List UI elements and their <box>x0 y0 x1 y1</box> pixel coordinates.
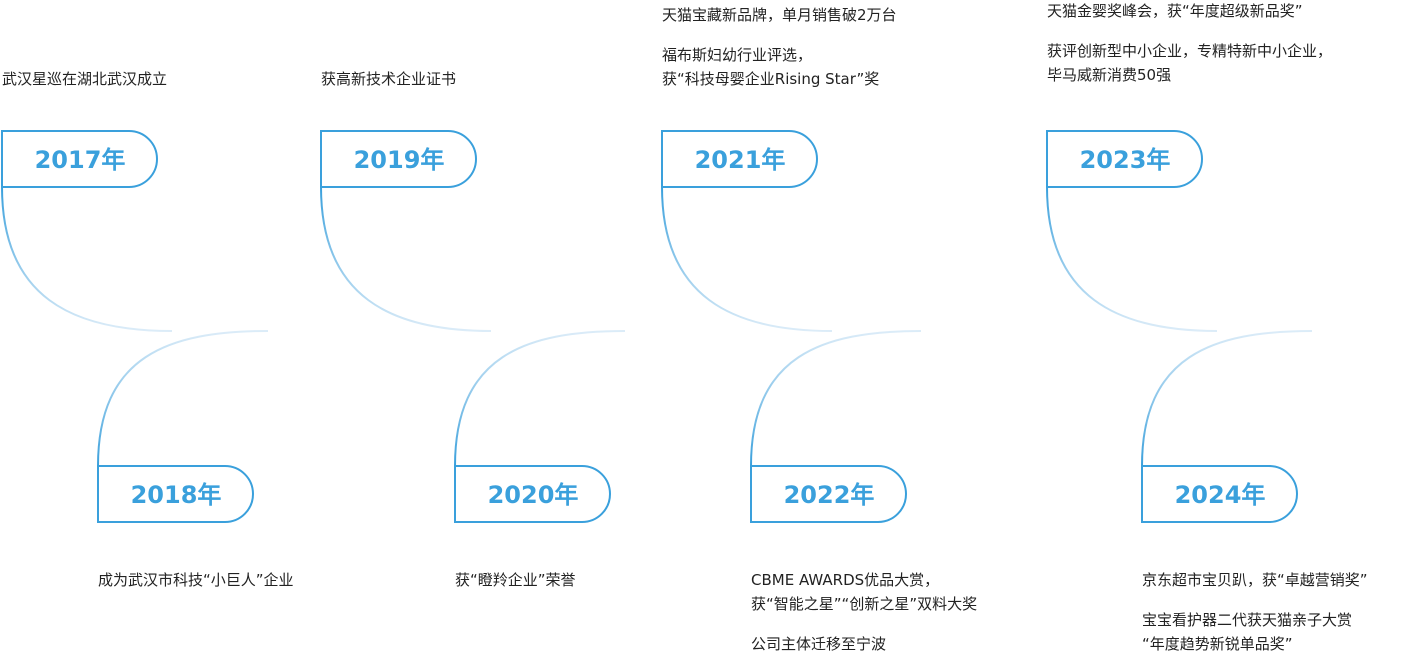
connector-curve <box>97 330 269 467</box>
year-label: 2021年 <box>695 146 786 174</box>
event-line: 获评创新型中小企业，专精特新中小企业， <box>1047 42 1333 60</box>
event-description: 天猫宝藏新品牌，单月销售破2万台福布斯妇幼行业评选， 获“科技母婴企业Rising… <box>662 3 897 91</box>
year-label: 2018年 <box>131 481 222 509</box>
event-line: 福布斯妇幼行业评选， <box>662 46 813 64</box>
connector-curve <box>320 186 492 332</box>
event-description: CBME AWARDS优品大赏， 获“智能之星”“创新之星”双料大奖公司主体迁移至… <box>751 568 977 656</box>
event-line: 获“科技母婴企业Rising Star”奖 <box>662 70 880 88</box>
connector-curve <box>1 186 173 332</box>
event-line: 天猫宝藏新品牌，单月销售破2万台 <box>662 6 897 24</box>
event-line: 宝宝看护器二代获天猫亲子大赏 <box>1142 611 1353 629</box>
year-pill-outline <box>320 130 477 188</box>
year-pill-outline <box>454 465 611 523</box>
event-description: 获“瞪羚企业”荣誉 <box>455 568 576 592</box>
event-description: 成为武汉市科技“小巨人”企业 <box>98 568 294 592</box>
event-line: 获高新技术企业证书 <box>321 70 457 88</box>
event-gap <box>751 616 977 632</box>
event-description: 武汉星巡在湖北武汉成立 <box>2 67 167 91</box>
event-line: 获“瞪羚企业”荣誉 <box>455 571 576 589</box>
connector-curve <box>1046 186 1218 332</box>
year-label: 2017年 <box>35 146 126 174</box>
event-line: 京东超市宝贝趴，获“卓越营销奖” <box>1142 571 1368 589</box>
year-label: 2022年 <box>784 481 875 509</box>
event-line: CBME AWARDS优品大赏， <box>751 571 940 589</box>
event-line: 成为武汉市科技“小巨人”企业 <box>98 571 294 589</box>
event-line: “年度趋势新锐单品奖” <box>1142 635 1293 653</box>
year-label: 2023年 <box>1080 146 1171 174</box>
year-pill-outline <box>1141 465 1298 523</box>
connector-curve <box>1141 330 1313 467</box>
year-pill-outline <box>661 130 818 188</box>
year-pill-outline <box>97 465 254 523</box>
year-pill-outline <box>1 130 158 188</box>
connector-curve <box>454 330 626 467</box>
event-line: 天猫金婴奖峰会，获“年度超级新品奖” <box>1047 2 1303 20</box>
event-gap <box>1142 592 1368 608</box>
event-description: 获高新技术企业证书 <box>321 67 456 91</box>
year-pill-outline <box>750 465 907 523</box>
year-label: 2020年 <box>488 481 579 509</box>
event-gap <box>662 27 897 43</box>
event-line: 公司主体迁移至宁波 <box>751 635 887 653</box>
event-description: 天猫金婴奖峰会，获“年度超级新品奖” 获评创新型中小企业，专精特新中小企业， 毕马威… <box>1047 0 1332 87</box>
connector-curve <box>750 330 922 467</box>
year-label: 2024年 <box>1175 481 1266 509</box>
event-line: 获“智能之星”“创新之星”双料大奖 <box>751 595 978 613</box>
year-label: 2019年 <box>354 146 445 174</box>
event-description: 京东超市宝贝趴，获“卓越营销奖” 宝宝看护器二代获天猫亲子大赏 “年度趋势新锐单品奖… <box>1142 568 1368 656</box>
event-line: 毕马威新消费50强 <box>1047 66 1172 84</box>
connector-curve <box>661 186 833 332</box>
event-gap <box>1047 23 1332 39</box>
event-line: 武汉星巡在湖北武汉成立 <box>2 70 168 88</box>
year-pill-outline <box>1046 130 1203 188</box>
